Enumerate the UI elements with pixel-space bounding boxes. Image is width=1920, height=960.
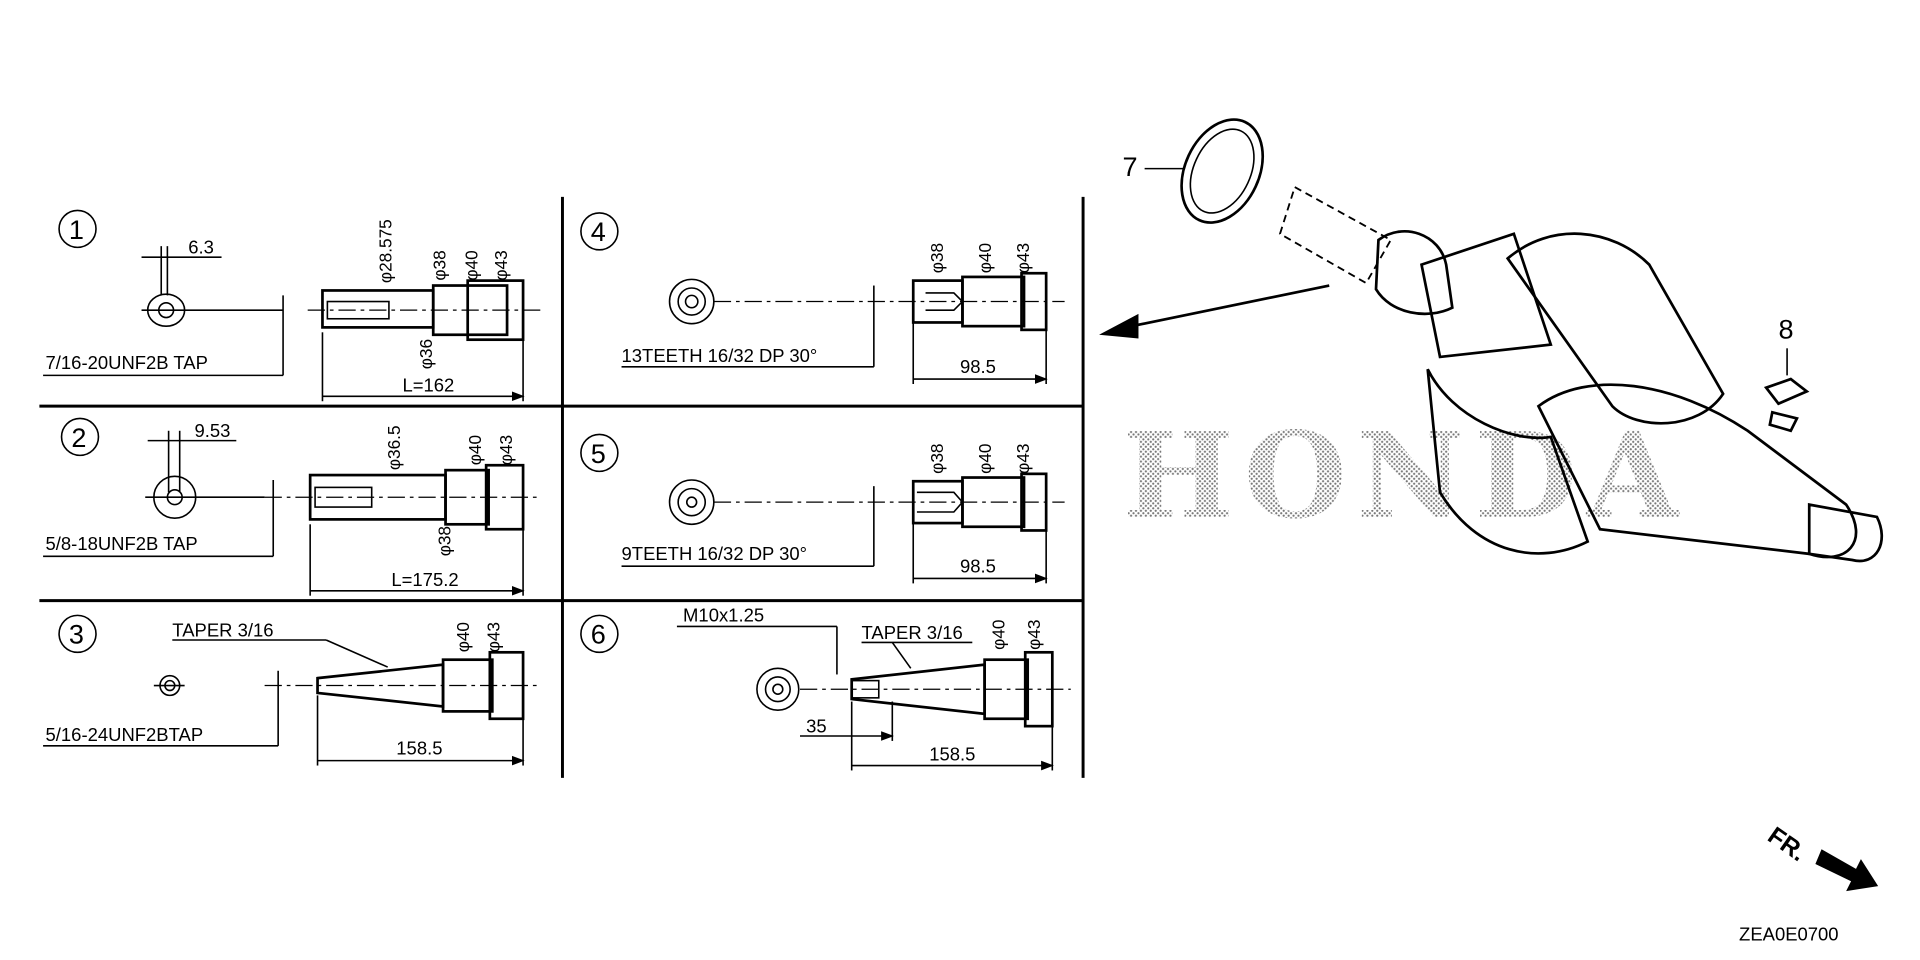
diameter-label: φ40 <box>975 444 995 474</box>
length-dim: L=162 <box>402 374 454 395</box>
diameter-label: φ36 <box>416 339 436 369</box>
diameter-label: φ40 <box>453 622 473 652</box>
diameter-label: φ28.575 <box>375 219 395 283</box>
panel-6: 6 M10x1.25 TAPER 3/16 35 158.5 φ40 φ43 <box>580 605 1071 771</box>
panel-number: 2 <box>71 422 86 453</box>
length-dim: 98.5 <box>960 555 996 576</box>
diameter-label: φ40 <box>465 435 485 465</box>
thread-spec: 7/16-20UNF2B TAP <box>46 352 208 373</box>
thread-spec: M10x1.25 <box>683 605 764 626</box>
panel-4: 4 13TEETH 16/32 DP 30° 98.5 φ38 φ40 φ43 <box>580 212 1065 384</box>
length-dim: 158.5 <box>929 744 975 765</box>
length-dim: 158.5 <box>396 737 442 758</box>
panel-number: 5 <box>591 438 606 469</box>
callout-part-8[interactable]: 8 <box>1778 313 1793 344</box>
diameter-label: φ38 <box>430 250 450 280</box>
length-dim: 98.5 <box>960 356 996 377</box>
diameter-label: φ43 <box>496 435 516 465</box>
diameter-label: φ38 <box>927 444 947 474</box>
panel-5: 5 9TEETH 16/32 DP 30° 98.5 φ38 φ40 φ43 <box>580 433 1065 584</box>
key-width: 9.53 <box>194 420 230 441</box>
panel-number: 6 <box>591 619 606 650</box>
panel-1: 1 6.3 7/16-20UNF2B TAP L=162 φ28.575 φ38… <box>43 209 542 402</box>
taper-spec: TAPER 3/16 <box>172 619 273 640</box>
front-arrow-icon <box>1815 849 1879 892</box>
diameter-label: φ38 <box>434 526 454 556</box>
diameter-label: φ43 <box>1013 444 1033 474</box>
key-width: 6.3 <box>188 237 214 258</box>
honda-watermark: HONDA <box>1122 406 1688 545</box>
thread-spec: 5/8-18UNF2B TAP <box>46 533 198 554</box>
taper-spec: TAPER 3/16 <box>862 622 963 643</box>
front-indicator: FR. <box>1763 822 1879 892</box>
panel-2: 2 9.53 5/8-18UNF2B TAP L=175.2 φ36.5 φ40… <box>43 417 542 596</box>
crankshaft-illustration[interactable]: 7 8 <box>1099 106 1883 563</box>
diagram-code: ZEA0E0700 <box>1739 923 1839 944</box>
thread-spec: 5/16-24UNF2BTAP <box>46 724 204 745</box>
callout-part-7[interactable]: 7 <box>1122 151 1137 182</box>
spline-spec: 9TEETH 16/32 DP 30° <box>622 543 808 564</box>
diameter-label: φ43 <box>1013 243 1033 273</box>
diameter-label: φ43 <box>1024 620 1044 650</box>
panel-number: 3 <box>69 619 84 650</box>
diameter-label: φ40 <box>988 620 1008 650</box>
panel-grid <box>39 196 1085 778</box>
diameter-label: φ40 <box>462 250 482 280</box>
spline-spec: 13TEETH 16/32 DP 30° <box>622 345 818 366</box>
panel-number: 4 <box>591 216 606 247</box>
front-label: FR. <box>1763 822 1811 867</box>
panel-3: 3 TAPER 3/16 5/16-24UNF2BTAP 158.5 φ40 φ… <box>43 614 542 766</box>
length-dim: L=175.2 <box>391 569 458 590</box>
diameter-label: φ43 <box>491 250 511 280</box>
offset-dim: 35 <box>806 715 827 736</box>
panel-number: 1 <box>69 214 84 245</box>
diameter-label: φ43 <box>484 622 504 652</box>
diameter-label: φ38 <box>927 243 947 273</box>
diameter-label: φ36.5 <box>384 425 404 470</box>
diameter-label: φ40 <box>975 243 995 273</box>
